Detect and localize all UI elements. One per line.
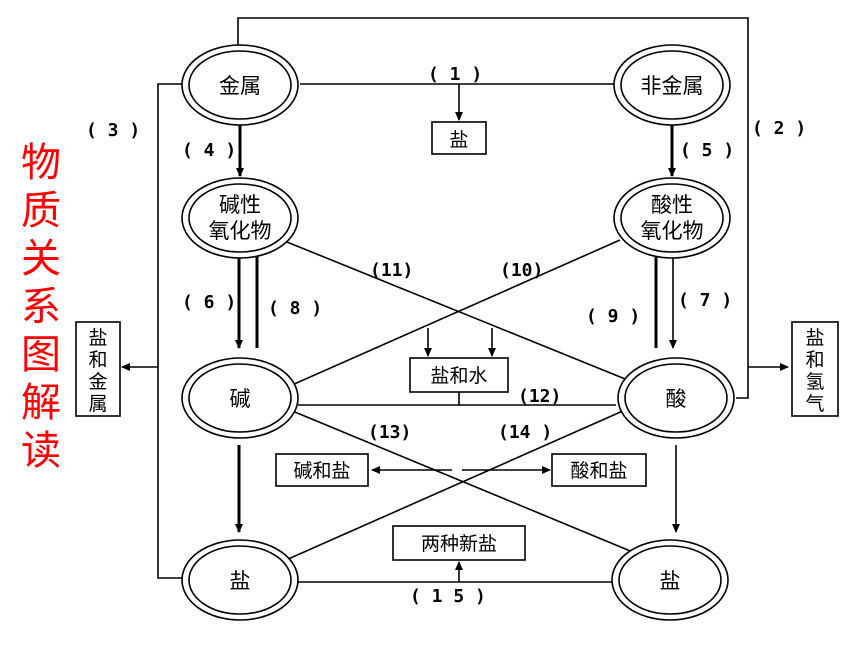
box-salt-metal: 盐 和 金 属 xyxy=(75,321,121,417)
box-label: 碱和盐 xyxy=(293,460,350,482)
box-salt-water: 盐和水 xyxy=(409,357,509,393)
box-label: 金 xyxy=(88,371,107,393)
reaction-label-6: ( 6 ) xyxy=(182,292,236,313)
node-salt-right: 盐 xyxy=(611,539,729,621)
box-label: 属 xyxy=(88,393,107,415)
box-label: 酸和盐 xyxy=(570,460,627,482)
box-label: 盐和水 xyxy=(430,365,487,387)
title-char: 解 xyxy=(21,380,61,426)
node-label: 金属 xyxy=(219,74,261,98)
box-label: 氢 xyxy=(805,371,824,393)
reaction-label-13: (13) xyxy=(368,422,411,443)
node-label: 碱性 xyxy=(219,193,261,217)
box-label: 盐 xyxy=(449,129,468,151)
reaction-label-7: ( 7 ) xyxy=(678,290,732,311)
box-label: 盐 xyxy=(88,327,107,349)
node-label: 氧化物 xyxy=(641,219,704,243)
reaction-label-8: ( 8 ) xyxy=(268,298,322,319)
connector-metal-salt xyxy=(157,83,186,579)
title-char: 图 xyxy=(21,332,61,378)
title-char: 读 xyxy=(21,428,61,474)
reaction-label-11: (11) xyxy=(370,260,413,281)
reaction-label-5: ( 5 ) xyxy=(680,140,734,161)
title-char: 系 xyxy=(21,284,61,330)
reaction-label-14: (14 ) xyxy=(498,422,552,443)
reaction-label-15: ( 1 5 ) xyxy=(410,586,486,607)
box-base-salt: 碱和盐 xyxy=(275,453,369,487)
line-10 xyxy=(291,239,621,386)
title-char: 物 xyxy=(21,140,61,186)
box-salt-h2: 盐 和 氢 气 xyxy=(791,321,839,417)
node-label: 酸 xyxy=(666,387,687,411)
node-metal: 金属 xyxy=(181,44,299,126)
reaction-label-10: (10) xyxy=(500,260,543,281)
title-char: 关 xyxy=(21,236,61,282)
line-13 xyxy=(289,409,641,556)
node-acid: 酸 xyxy=(617,357,735,439)
reaction-label-1: ( 1 ) xyxy=(428,64,482,85)
box-acid-salt: 酸和盐 xyxy=(551,453,647,487)
node-label: 氧化物 xyxy=(209,219,272,243)
node-acidic-oxide: 酸性 氧化物 xyxy=(613,177,731,259)
node-label: 非金属 xyxy=(641,74,704,98)
reaction-label-9: ( 9 ) xyxy=(586,306,640,327)
node-label: 碱 xyxy=(230,387,251,411)
box-label: 气 xyxy=(805,393,824,415)
node-salt-left: 盐 xyxy=(181,539,299,621)
reaction-label-12: (12) xyxy=(518,386,561,407)
line-14 xyxy=(285,409,626,561)
box-salt-top: 盐 xyxy=(431,121,487,155)
box-label: 和 xyxy=(805,349,824,371)
node-label: 酸性 xyxy=(651,193,693,217)
node-nonmetal: 非金属 xyxy=(613,44,731,126)
box-two-salts: 两种新盐 xyxy=(392,525,526,561)
line-11 xyxy=(281,239,641,386)
node-label: 盐 xyxy=(230,569,251,593)
reaction-label-2: ( 2 ) xyxy=(752,118,806,139)
reaction-label-4: ( 4 ) xyxy=(182,140,236,161)
connector-metal-acid xyxy=(237,17,749,399)
box-label: 和 xyxy=(88,349,107,371)
node-basic-oxide: 碱性 氧化物 xyxy=(181,177,299,259)
reaction-label-3: ( 3 ) xyxy=(86,120,140,141)
title-char: 质 xyxy=(21,188,61,234)
node-label: 盐 xyxy=(660,569,681,593)
box-label: 两种新盐 xyxy=(421,533,497,555)
box-label: 盐 xyxy=(805,327,824,349)
node-base: 碱 xyxy=(181,357,299,439)
